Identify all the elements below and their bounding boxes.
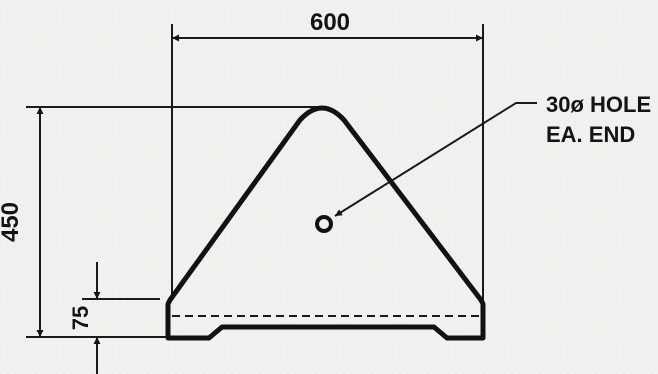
leader-line bbox=[334, 102, 537, 217]
width-dimension: 600 bbox=[171, 9, 484, 300]
callout-line-1: 30ø HOLE bbox=[546, 92, 651, 117]
hole-circle bbox=[315, 215, 333, 233]
base-dimension: 75 bbox=[68, 262, 160, 374]
height-dimension: 450 bbox=[0, 106, 318, 338]
part-outline bbox=[165, 105, 486, 341]
hole-callout: 30ø HOLE EA. END bbox=[334, 92, 651, 217]
width-label: 600 bbox=[310, 9, 350, 36]
height-label: 450 bbox=[0, 202, 24, 242]
callout-line-2: EA. END bbox=[546, 122, 635, 147]
base-label: 75 bbox=[68, 306, 93, 330]
triangle-profile bbox=[165, 105, 486, 341]
